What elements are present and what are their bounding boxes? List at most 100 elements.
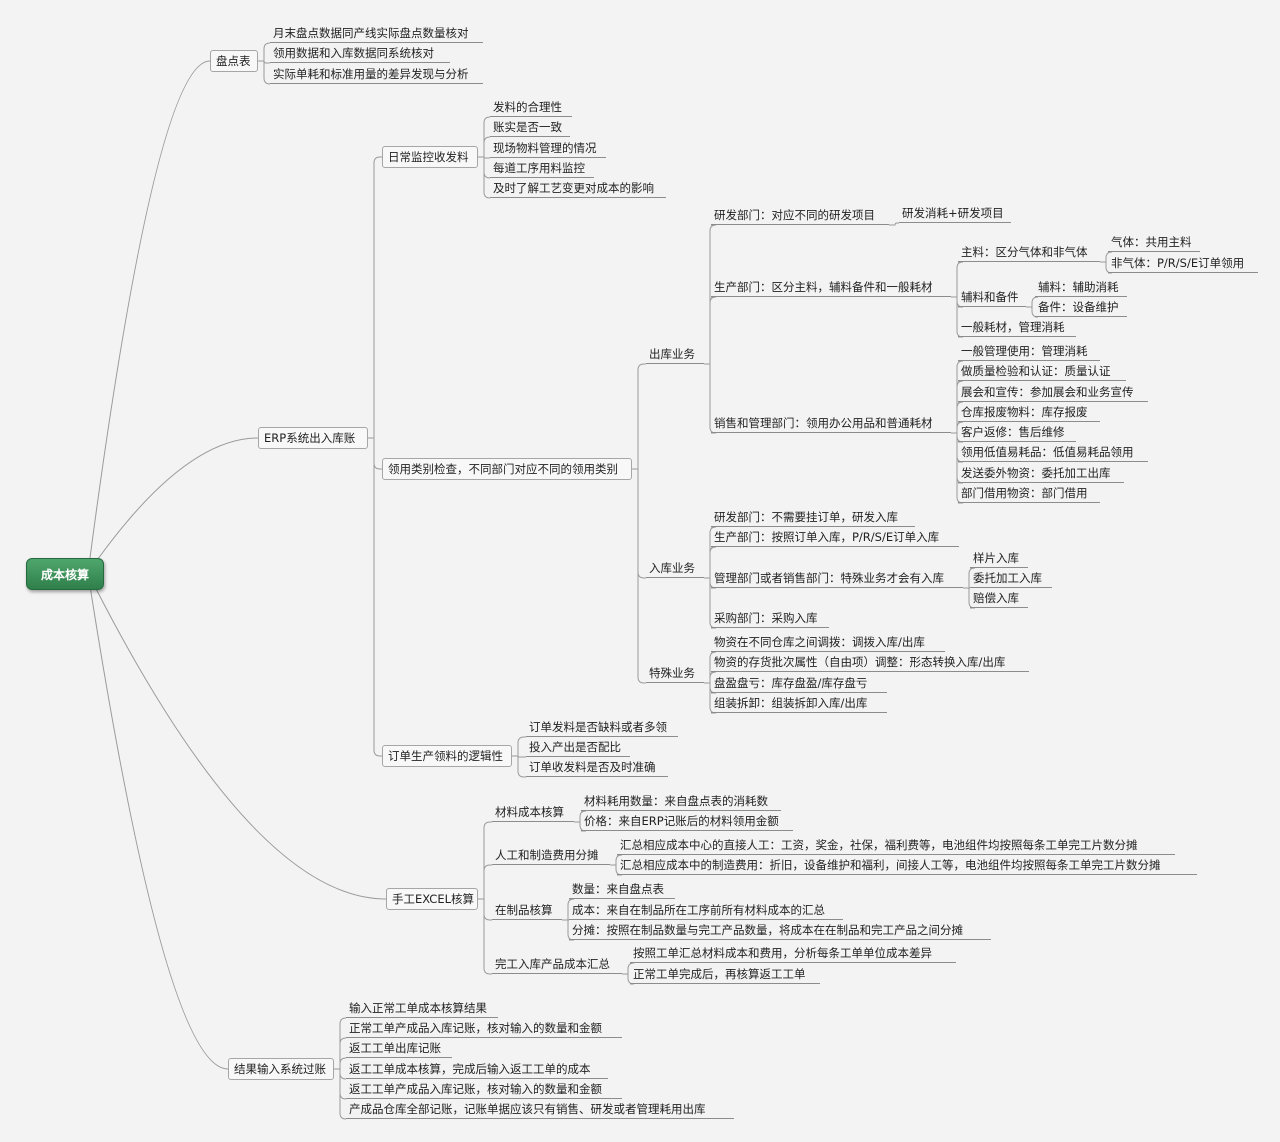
topic-n3c[interactable]: 在制品核算: [492, 902, 562, 920]
topic-n2a2[interactable]: 账实是否一致: [490, 119, 570, 137]
topic-n2a[interactable]: 日常监控收发料: [382, 146, 478, 168]
topic-n3d2[interactable]: 正常工单完成后，再核算返工工单: [630, 966, 820, 984]
topic-n2b3[interactable]: 特殊业务: [646, 665, 704, 683]
topic-n2b1a1[interactable]: 研发消耗+研发项目: [899, 205, 1011, 223]
topic-n2b1c6[interactable]: 领用低值易耗品：低值易耗品领用: [958, 444, 1148, 462]
topic-n2b1b2[interactable]: 辅料和备件: [958, 289, 1026, 307]
connector-n2b2: [632, 468, 646, 579]
connector-n4b: [334, 1037, 347, 1070]
topic-n3d1[interactable]: 按照工单汇总材料成本和费用，分析每条工单单位成本差异: [630, 945, 956, 963]
topic-n3b1[interactable]: 汇总相应成本中心的直接人工：工资，奖金，社保，福利费等，电池组件均按照每条工单完…: [617, 837, 1175, 855]
topic-n2c1[interactable]: 订单发料是否缺料或者多领: [526, 719, 678, 737]
topic-n4c[interactable]: 返工工单出库记账: [346, 1040, 452, 1058]
connector-n2: [87, 437, 259, 574]
topic-n2b[interactable]: 领用类别检查，不同部门对应不同的领用类别: [382, 458, 632, 480]
topic-n2b3a[interactable]: 物资在不同仓库之间调拨：调拨入库/出库: [711, 634, 945, 652]
topic-n2b3b[interactable]: 物资的存货批次属性（自由项）调整：形态转换入库/出库: [711, 654, 1029, 672]
connector-n3b1: [610, 854, 623, 866]
connector-n2c: [368, 437, 382, 757]
topic-n2b1b2a[interactable]: 辅料：辅助消耗: [1035, 279, 1127, 297]
topic-n3a1[interactable]: 材料耗用数量：来自盘点表的消耗数: [581, 793, 781, 811]
topic-n2c[interactable]: 订单生产领料的逻辑性: [382, 745, 512, 767]
topic-n2b2c[interactable]: 管理部门或者销售部门：特殊业务才会有入库: [711, 570, 963, 588]
topic-n4[interactable]: 结果输入系统过账: [228, 1058, 334, 1080]
topic-n2b1c5[interactable]: 客户返修：售后维修: [958, 424, 1076, 442]
topic-n2b1c4[interactable]: 仓库报废物料：库存报废: [958, 404, 1100, 422]
topic-n2b2c1[interactable]: 样片入库: [970, 550, 1028, 568]
topic-n2b1c1[interactable]: 一般管理使用：管理消耗: [958, 343, 1100, 361]
topic-n4b[interactable]: 正常工单产成品入库记账，核对输入的数量和金额: [346, 1020, 622, 1038]
topic-n2b1[interactable]: 出库业务: [646, 346, 704, 364]
topic-n2a3[interactable]: 现场物料管理的情况: [490, 140, 606, 158]
topic-n2b1c2[interactable]: 做质量检验和认证：质量认证: [958, 363, 1126, 381]
topic-n2b1c3[interactable]: 展会和宣传：参加展会和业务宣传: [958, 384, 1148, 402]
topic-n2a4[interactable]: 每道工序用料监控: [490, 160, 594, 178]
topic-n4d[interactable]: 返工工单成本核算，完成后输入返工工单的成本: [346, 1061, 608, 1079]
connector-n1: [87, 60, 211, 574]
connector-n2a5: [478, 156, 491, 199]
topic-n1b[interactable]: 领用数据和入库数据同系统核对: [270, 45, 450, 63]
topic-n2b3d[interactable]: 组装拆卸：组装拆卸入库/出库: [711, 695, 887, 713]
topic-n3c1[interactable]: 数量：来自盘点表: [569, 881, 675, 899]
topic-n2b1b1b[interactable]: 非气体：P/R/S/E订单领用: [1108, 255, 1258, 273]
topic-n3a[interactable]: 材料成本核算: [492, 804, 574, 822]
connector-n4f: [334, 1068, 347, 1120]
connector-n2b3b: [704, 671, 717, 684]
connector-n3b: [478, 864, 492, 900]
topic-n2b1b1[interactable]: 主料：区分气体和非气体: [958, 244, 1100, 262]
topic-n2[interactable]: ERP系统出入库账: [258, 427, 368, 449]
connector-n2a1: [478, 116, 491, 158]
root-node[interactable]: 成本核算: [26, 558, 104, 590]
topic-n2b1b[interactable]: 生产部门：区分主料，辅料备件和一般耗材: [711, 279, 951, 297]
topic-n2b1c7[interactable]: 发送委外物资：委托加工出库: [958, 465, 1124, 483]
topic-n3[interactable]: 手工EXCEL核算: [386, 888, 478, 910]
topic-n3c2[interactable]: 成本：来自在制品所在工序前所有材料成本的汇总: [569, 902, 843, 920]
connector-n3c1: [562, 898, 575, 921]
connector-n2a: [368, 156, 382, 439]
connector-n2b1b1a: [1100, 251, 1113, 263]
connector-n3d: [478, 898, 492, 975]
topic-n2c3[interactable]: 订单收发料是否及时准确: [526, 759, 668, 777]
topic-n2b1c8[interactable]: 部门借用物资：部门借用: [958, 485, 1100, 503]
topic-n1[interactable]: 盘点表: [210, 50, 258, 72]
connector-n2b1a: [704, 224, 717, 365]
topic-n2b3c[interactable]: 盘盈盘亏：库存盘盈/库存盘亏: [711, 675, 887, 693]
connector-n2b: [368, 437, 382, 470]
topic-n2b2c3[interactable]: 赔偿入库: [970, 590, 1028, 608]
topic-n4f[interactable]: 产成品仓库全部记账，记账单据应该只有销售、研发或者管理耗用出库: [346, 1101, 734, 1119]
topic-n3c3[interactable]: 分摊：按照在制品数量与完工产品数量，将成本在在制品和完工产品之间分摊: [569, 922, 991, 940]
topic-n2b1b2b[interactable]: 备件：设备维护: [1035, 299, 1127, 317]
topic-n2b2c2[interactable]: 委托加工入库: [970, 570, 1052, 588]
connector-n2b1c4: [951, 421, 964, 434]
connector-n2b1b: [704, 296, 717, 365]
topic-n2b1c[interactable]: 销售和管理部门：领用办公用品和普通耗材: [711, 415, 951, 433]
topic-n3d[interactable]: 完工入库产品成本汇总: [492, 956, 622, 974]
topic-n2c2[interactable]: 投入产出是否配比: [526, 739, 630, 757]
topic-n1a[interactable]: 月末盘点数据同产线实际盘点数量核对: [270, 25, 483, 43]
connector-n2b1b1: [951, 261, 964, 298]
topic-n3b[interactable]: 人工和制造费用分摊: [492, 847, 610, 865]
connector-n2c3: [512, 755, 526, 778]
topic-n3b2[interactable]: 汇总相应成本中的制造费用：折旧，设备维护和福利，间接人工等，电池组件均按照每条工…: [617, 857, 1197, 875]
topic-n2b1b3[interactable]: 一般耗材，管理消耗: [958, 319, 1076, 337]
topic-n2b2a[interactable]: 研发部门：不需要挂订单，研发入库: [711, 509, 915, 527]
topic-n2b2d[interactable]: 采购部门：采购入库: [711, 610, 829, 628]
connector-n2b3a: [704, 651, 717, 684]
topic-n2a1[interactable]: 发料的合理性: [490, 99, 572, 117]
topic-n2b1a[interactable]: 研发部门：对应不同的研发项目: [711, 207, 889, 225]
connector-n2b2b: [704, 546, 717, 579]
topic-n2b2b[interactable]: 生产部门：按照订单入库，P/R/S/E订单入库: [711, 529, 959, 547]
topic-n2b1b1a[interactable]: 气体：共用主料: [1108, 234, 1200, 252]
topic-n4a[interactable]: 输入正常工单成本核算结果: [346, 1000, 498, 1018]
connector-n1a: [258, 42, 271, 62]
topic-n2a5[interactable]: 及时了解工艺变更对成本的影响: [490, 180, 666, 198]
connector-n4: [87, 572, 229, 1070]
connector-n2b2c1: [963, 567, 976, 589]
connector-n2b1c2: [951, 380, 964, 434]
topic-n3a2[interactable]: 价格：来自ERP记账后的材料领用金额: [581, 813, 793, 831]
connector-n2b1c1: [951, 360, 964, 434]
topic-n2b2[interactable]: 入库业务: [646, 560, 704, 578]
topic-n4e[interactable]: 返工工单产成品入库记账，核对输入的数量和金额: [346, 1081, 622, 1099]
topic-n1c[interactable]: 实际单耗和标准用量的差异发现与分析: [270, 66, 483, 84]
connector-n2c1: [512, 736, 526, 757]
